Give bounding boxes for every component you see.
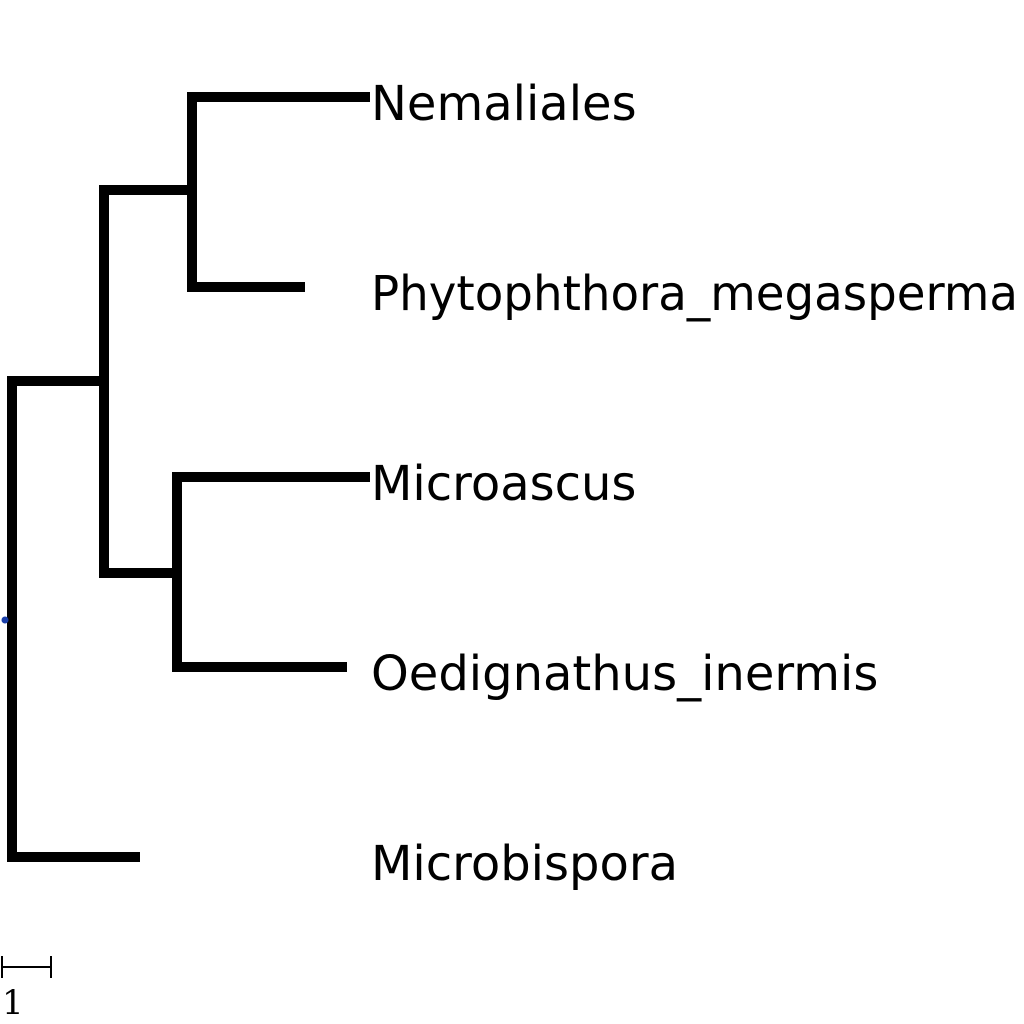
leaf-label-oedignathus-inermis: Oedignathus_inermis	[371, 646, 878, 702]
root-marker	[1, 616, 9, 624]
leaf-label-nemaliales: Nemaliales	[371, 76, 637, 132]
tree-branches	[7, 92, 370, 862]
scale-bar	[1, 956, 52, 978]
leaf-label-phytophthora-megasperma: Phytophthora_megasperma	[371, 266, 1018, 322]
leaf-label-microascus: Microascus	[371, 456, 636, 512]
leaf-label-microbispora: Microbispora	[371, 836, 678, 892]
leaf-labels: Nemaliales Phytophthora_megasperma Micro…	[371, 76, 1018, 892]
scale-bar-label: 1	[2, 983, 24, 1023]
